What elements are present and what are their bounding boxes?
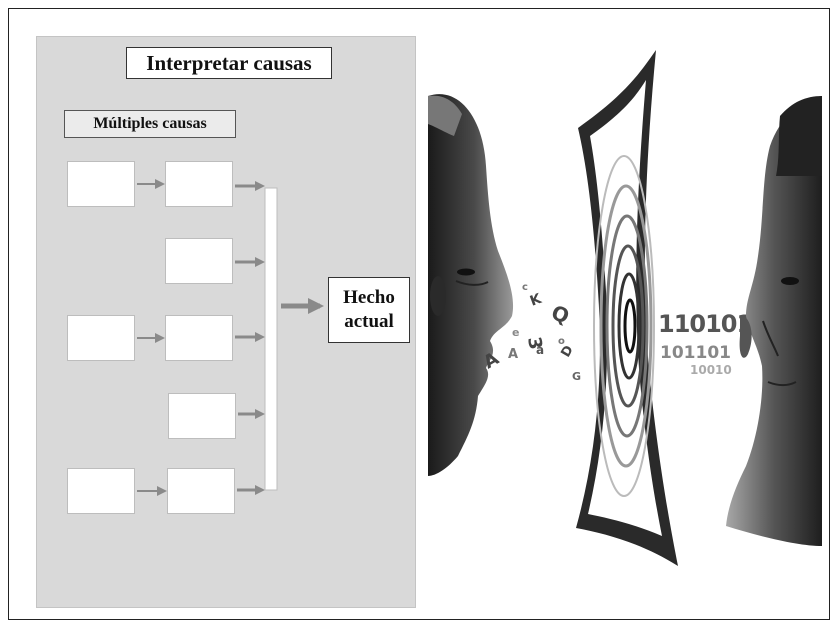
screen-rings: [593, 155, 655, 497]
cause-box: [168, 393, 236, 439]
binary-digits: 1101011 101101 10010: [658, 310, 769, 377]
cause-box: [167, 468, 235, 514]
cause-box: [165, 315, 233, 361]
cause-box: [67, 161, 135, 207]
cause-box: [67, 315, 135, 361]
letter: a: [536, 343, 544, 357]
letter: o: [558, 336, 565, 347]
collector-bar: [264, 187, 278, 491]
left-face-profile: [428, 94, 514, 476]
result-line-1: Hecho: [343, 287, 395, 308]
communication-illustration: A Q A 3 K e c D G Я a o 1101011 101101 1…: [428, 36, 822, 604]
result-line-2: actual: [344, 311, 394, 332]
letter: A: [508, 347, 518, 362]
right-face: [726, 96, 822, 546]
cause-box: [67, 468, 135, 514]
cause-box: [165, 161, 233, 207]
letter: G: [572, 370, 581, 383]
letter: c: [522, 282, 528, 293]
result-box: Hecho actual: [328, 277, 410, 343]
binary-line: 10010: [690, 363, 732, 377]
diagram-title: Interpretar causas: [126, 47, 332, 79]
letter: 3: [523, 335, 546, 351]
diagram-subtitle: Múltiples causas: [64, 110, 236, 138]
curved-screen: [576, 50, 678, 566]
cause-box: [165, 238, 233, 284]
binary-line: 101101: [660, 343, 731, 363]
letter: e: [512, 326, 519, 339]
